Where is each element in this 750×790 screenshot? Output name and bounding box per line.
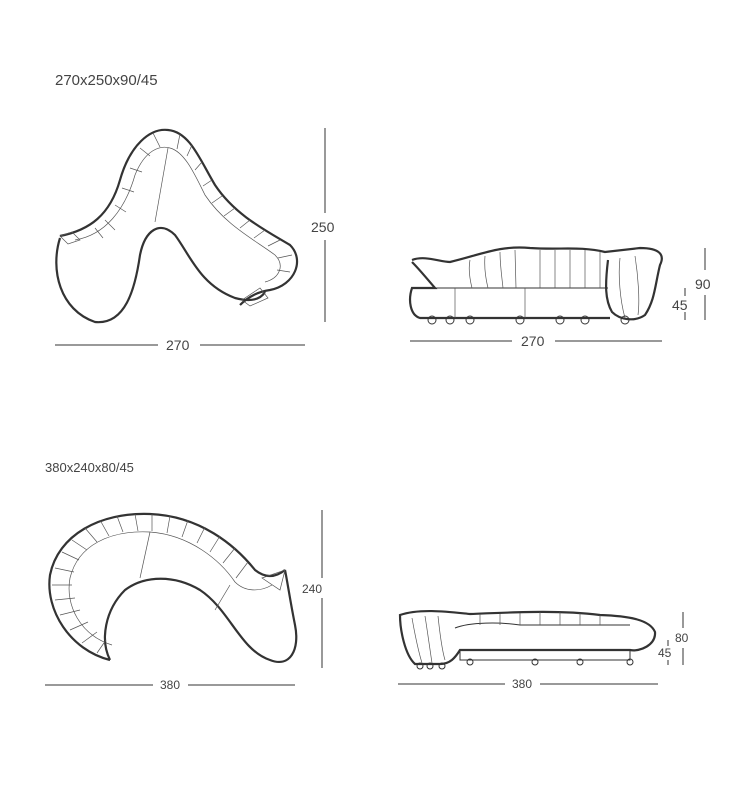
model-1-elev-width: 270 <box>521 333 545 349</box>
model-2-plan-view <box>48 512 298 663</box>
model-2-elev-seat: 45 <box>658 646 672 660</box>
model-1-elev-seat: 45 <box>672 297 688 313</box>
model-1-elev-height: 90 <box>695 276 711 292</box>
model-1-plan-view <box>55 128 299 324</box>
model-2-elev-width: 380 <box>512 677 532 691</box>
model-2-elev-height: 80 <box>675 631 689 645</box>
model-2-plan-width: 380 <box>160 678 180 692</box>
model-1-elevation-view <box>409 246 663 325</box>
model-2-plan-depth: 240 <box>302 582 322 596</box>
model-2-title: 380x240x80/45 <box>45 460 134 475</box>
model-1-plan-depth: 250 <box>311 219 335 235</box>
model-2-elevation-view <box>398 609 657 670</box>
model-1-plan-width: 270 <box>166 337 190 353</box>
model-1-title: 270x250x90/45 <box>55 72 158 89</box>
